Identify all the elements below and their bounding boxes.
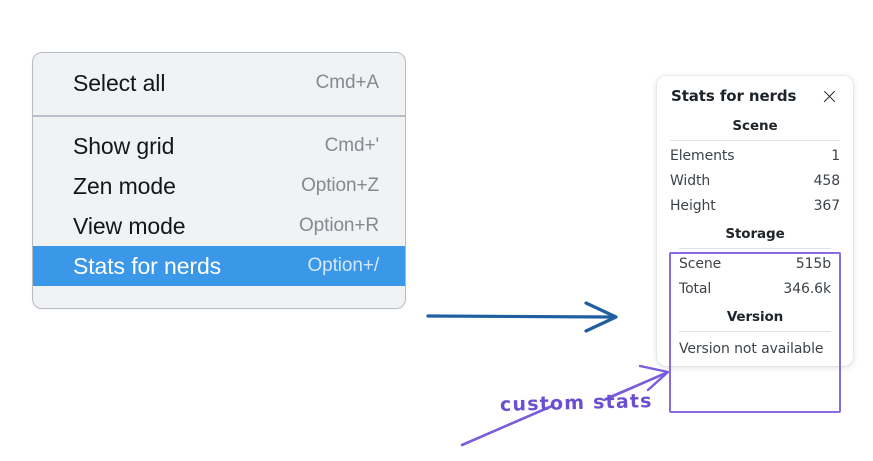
custom-stats-region: Storage Scene 515b Total 346.6k Version … xyxy=(670,219,840,366)
stats-row-value: 515b xyxy=(795,256,831,272)
menu-item-shortcut: Option+R xyxy=(299,215,379,236)
stats-section-heading: Version xyxy=(726,309,784,325)
menu-item-label: Stats for nerds xyxy=(73,253,222,279)
menu-item-select-all[interactable]: Select all Cmd+A xyxy=(33,63,405,103)
version-note: Version not available xyxy=(679,341,824,357)
menu-item-label: Zen mode xyxy=(73,173,176,199)
stats-row-value: 458 xyxy=(813,173,841,189)
custom-stats-annotation-label: custom stats xyxy=(499,390,653,416)
menu-item-show-grid[interactable]: Show grid Cmd+' xyxy=(33,126,405,166)
stats-row-value: 346.6k xyxy=(783,281,831,297)
menu-item-shortcut: Option+/ xyxy=(307,255,379,276)
stats-panel-titlebar: Stats for nerds xyxy=(657,76,853,111)
stats-section-heading: Storage xyxy=(725,226,785,242)
stats-row-key: Total xyxy=(679,281,712,297)
stats-row-key: Width xyxy=(670,173,711,189)
menu-item-zen-mode[interactable]: Zen mode Option+Z xyxy=(33,166,405,206)
menu-item-label: Select all xyxy=(73,70,166,96)
section-divider xyxy=(679,248,831,249)
stats-row: Scene 515b xyxy=(679,252,831,277)
stats-row: Height 367 xyxy=(670,194,840,219)
stats-section-scene: Scene Elements 1 Width 458 Height 367 xyxy=(670,111,840,219)
stats-section-version: Version Version not available xyxy=(679,302,831,366)
stats-row: Width 458 xyxy=(670,169,840,194)
stats-row-key: Elements xyxy=(670,148,735,164)
stats-for-nerds-panel: Stats for nerds Scene Elements 1 Width 4… xyxy=(657,76,853,366)
menu-item-shortcut: Option+Z xyxy=(301,175,379,196)
stats-row-value: 1 xyxy=(831,148,840,164)
section-divider xyxy=(670,140,840,141)
stats-panel-body: Scene Elements 1 Width 458 Height 367 St… xyxy=(657,111,853,366)
menu-footer-padding xyxy=(33,286,405,308)
context-menu[interactable]: Select all Cmd+A Show grid Cmd+' Zen mod… xyxy=(32,52,406,309)
section-divider xyxy=(679,331,831,332)
blue-arrow-annotation xyxy=(426,301,618,333)
menu-item-view-mode[interactable]: View mode Option+R xyxy=(33,206,405,246)
close-icon[interactable] xyxy=(821,88,838,105)
stats-section-storage: Storage Scene 515b Total 346.6k xyxy=(679,219,831,302)
stats-row-value: 367 xyxy=(813,198,841,214)
menu-item-label: View mode xyxy=(73,213,186,239)
menu-group-bottom: Show grid Cmd+' Zen mode Option+Z View m… xyxy=(33,117,405,308)
stats-row-key: Scene xyxy=(679,256,722,272)
menu-group-top: Select all Cmd+A xyxy=(33,53,405,117)
stats-row: Elements 1 xyxy=(670,144,840,169)
stats-section-heading: Scene xyxy=(732,118,778,134)
menu-item-shortcut: Cmd+' xyxy=(324,135,379,156)
stats-row-key: Height xyxy=(670,198,716,214)
menu-item-shortcut: Cmd+A xyxy=(315,72,379,93)
menu-item-stats-for-nerds[interactable]: Stats for nerds Option+/ xyxy=(33,246,405,286)
menu-item-label: Show grid xyxy=(73,133,175,159)
stats-row: Total 346.6k xyxy=(679,277,831,302)
stats-panel-title: Stats for nerds xyxy=(671,87,797,105)
